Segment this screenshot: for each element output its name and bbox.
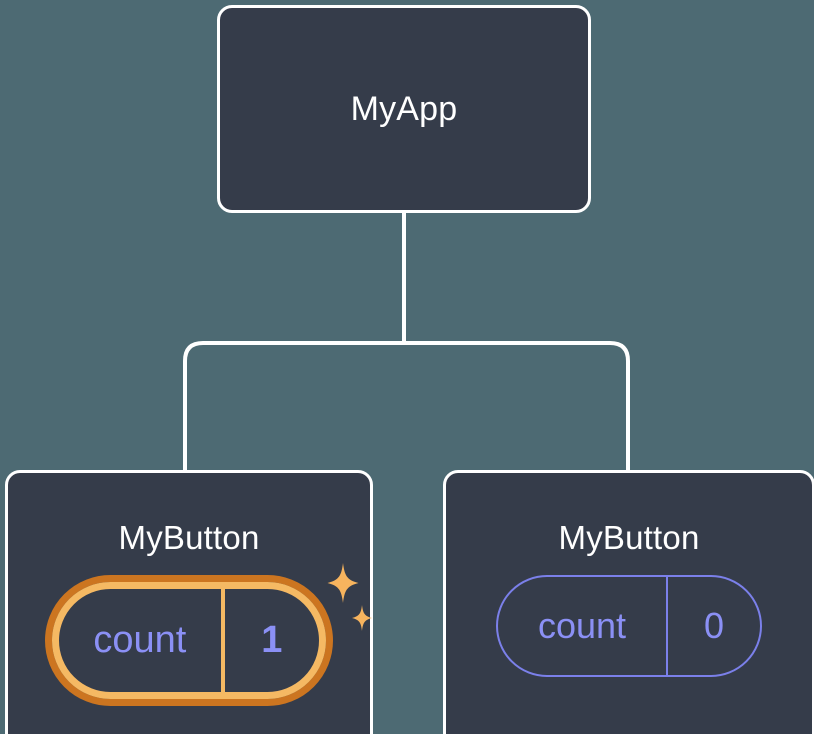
- state-badge-wrapper-1: count 0: [496, 575, 762, 677]
- state-badge-wrapper-0: count 1: [45, 563, 372, 706]
- node-mybutton-0[interactable]: MyButton count 1: [5, 470, 373, 734]
- state-badge-0[interactable]: count 1: [45, 575, 333, 706]
- node-myapp-title: MyApp: [350, 89, 458, 128]
- state-badge-1[interactable]: count 0: [496, 575, 762, 677]
- state-key-1: count: [498, 577, 668, 675]
- node-mybutton-1[interactable]: MyButton count 0: [443, 470, 814, 734]
- node-myapp[interactable]: MyApp: [217, 5, 591, 213]
- state-key-0: count: [59, 589, 225, 692]
- state-value-1: 0: [703, 605, 725, 646]
- state-badge-0-inner-ring: count 1: [52, 582, 326, 699]
- sparkle-icon: [327, 563, 359, 603]
- node-mybutton-1-title: MyButton: [558, 519, 700, 556]
- state-value-0: 1: [261, 619, 283, 661]
- sparkle-small-icon: [352, 605, 372, 631]
- node-mybutton-0-title: MyButton: [118, 519, 260, 556]
- edge-split-bar: [183, 341, 630, 470]
